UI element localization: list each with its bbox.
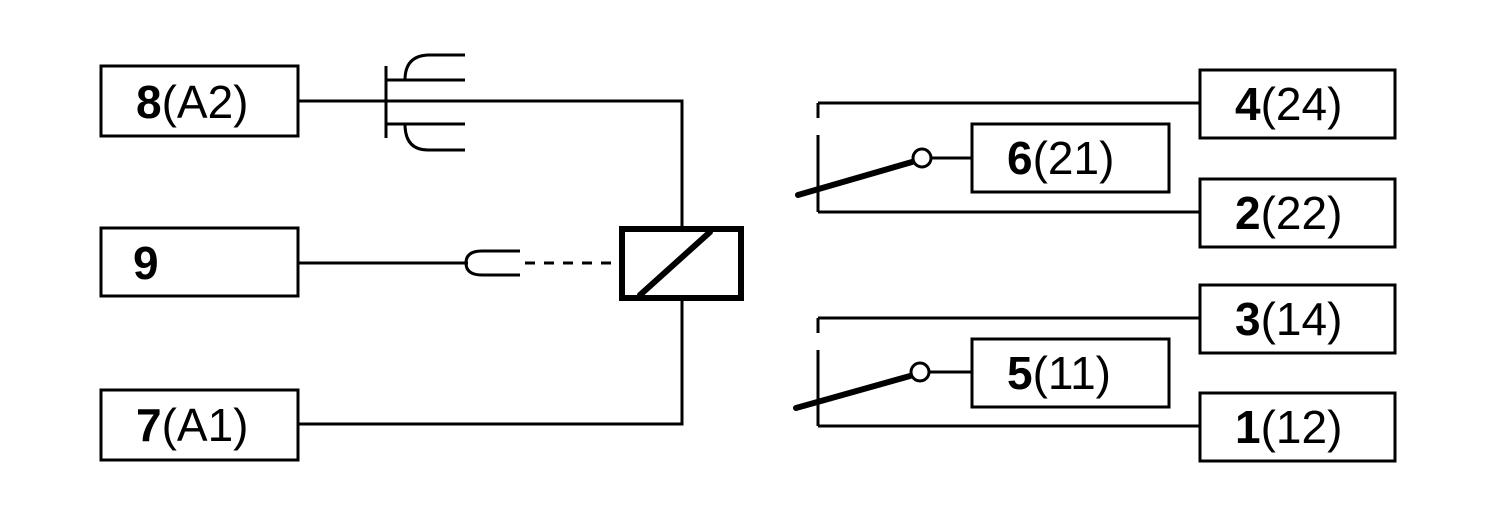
coil-wiring xyxy=(298,99,684,426)
mechanical-link xyxy=(464,249,620,277)
contact-set-2 xyxy=(793,316,1200,428)
terminal-3-number: 3 xyxy=(1235,293,1261,345)
terminal-6: 6(21) xyxy=(970,122,1171,194)
terminal-8-suffix: (A2) xyxy=(162,76,249,128)
terminal-5-number: 5 xyxy=(1007,347,1033,399)
terminal-4: 4(24) xyxy=(1198,68,1397,140)
terminal-4-number: 4 xyxy=(1235,78,1261,130)
terminal-4-suffix: (24) xyxy=(1261,78,1343,130)
terminal-5: 5(11) xyxy=(970,337,1171,409)
svg-text:9: 9 xyxy=(133,237,159,289)
terminal-8: 8(A2) xyxy=(99,64,300,138)
contact-set-1 xyxy=(795,101,1200,214)
svg-text:3(14): 3(14) xyxy=(1235,293,1342,345)
svg-text:8(A2): 8(A2) xyxy=(136,76,249,128)
plug-connector-icon xyxy=(384,53,465,152)
terminal-3: 3(14) xyxy=(1198,283,1397,355)
terminal-9-number: 9 xyxy=(133,237,159,289)
terminal-9: 9 xyxy=(99,226,300,298)
terminal-8-number: 8 xyxy=(136,76,162,128)
relay-coil-icon xyxy=(619,226,744,301)
svg-text:5(11): 5(11) xyxy=(1007,347,1111,399)
terminal-1-number: 1 xyxy=(1235,401,1261,453)
terminal-1-suffix: (12) xyxy=(1261,401,1343,453)
svg-text:4(24): 4(24) xyxy=(1235,78,1342,130)
terminal-7-number: 7 xyxy=(136,399,162,451)
terminal-7: 7(A1) xyxy=(99,388,300,462)
terminal-5-suffix: (11) xyxy=(1033,347,1111,399)
svg-text:7(A1): 7(A1) xyxy=(136,399,249,451)
svg-text:2(22): 2(22) xyxy=(1235,187,1342,239)
terminal-6-suffix: (21) xyxy=(1033,132,1115,184)
terminal-2: 2(22) xyxy=(1198,177,1397,249)
terminal-2-suffix: (22) xyxy=(1261,187,1343,239)
terminal-3-suffix: (14) xyxy=(1261,293,1343,345)
terminal-6-number: 6 xyxy=(1007,132,1033,184)
terminal-1: 1(12) xyxy=(1198,391,1397,463)
terminal-2-number: 2 xyxy=(1235,187,1261,239)
svg-text:1(12): 1(12) xyxy=(1235,401,1342,453)
terminal-7-suffix: (A1) xyxy=(162,399,249,451)
svg-text:6(21): 6(21) xyxy=(1007,132,1114,184)
